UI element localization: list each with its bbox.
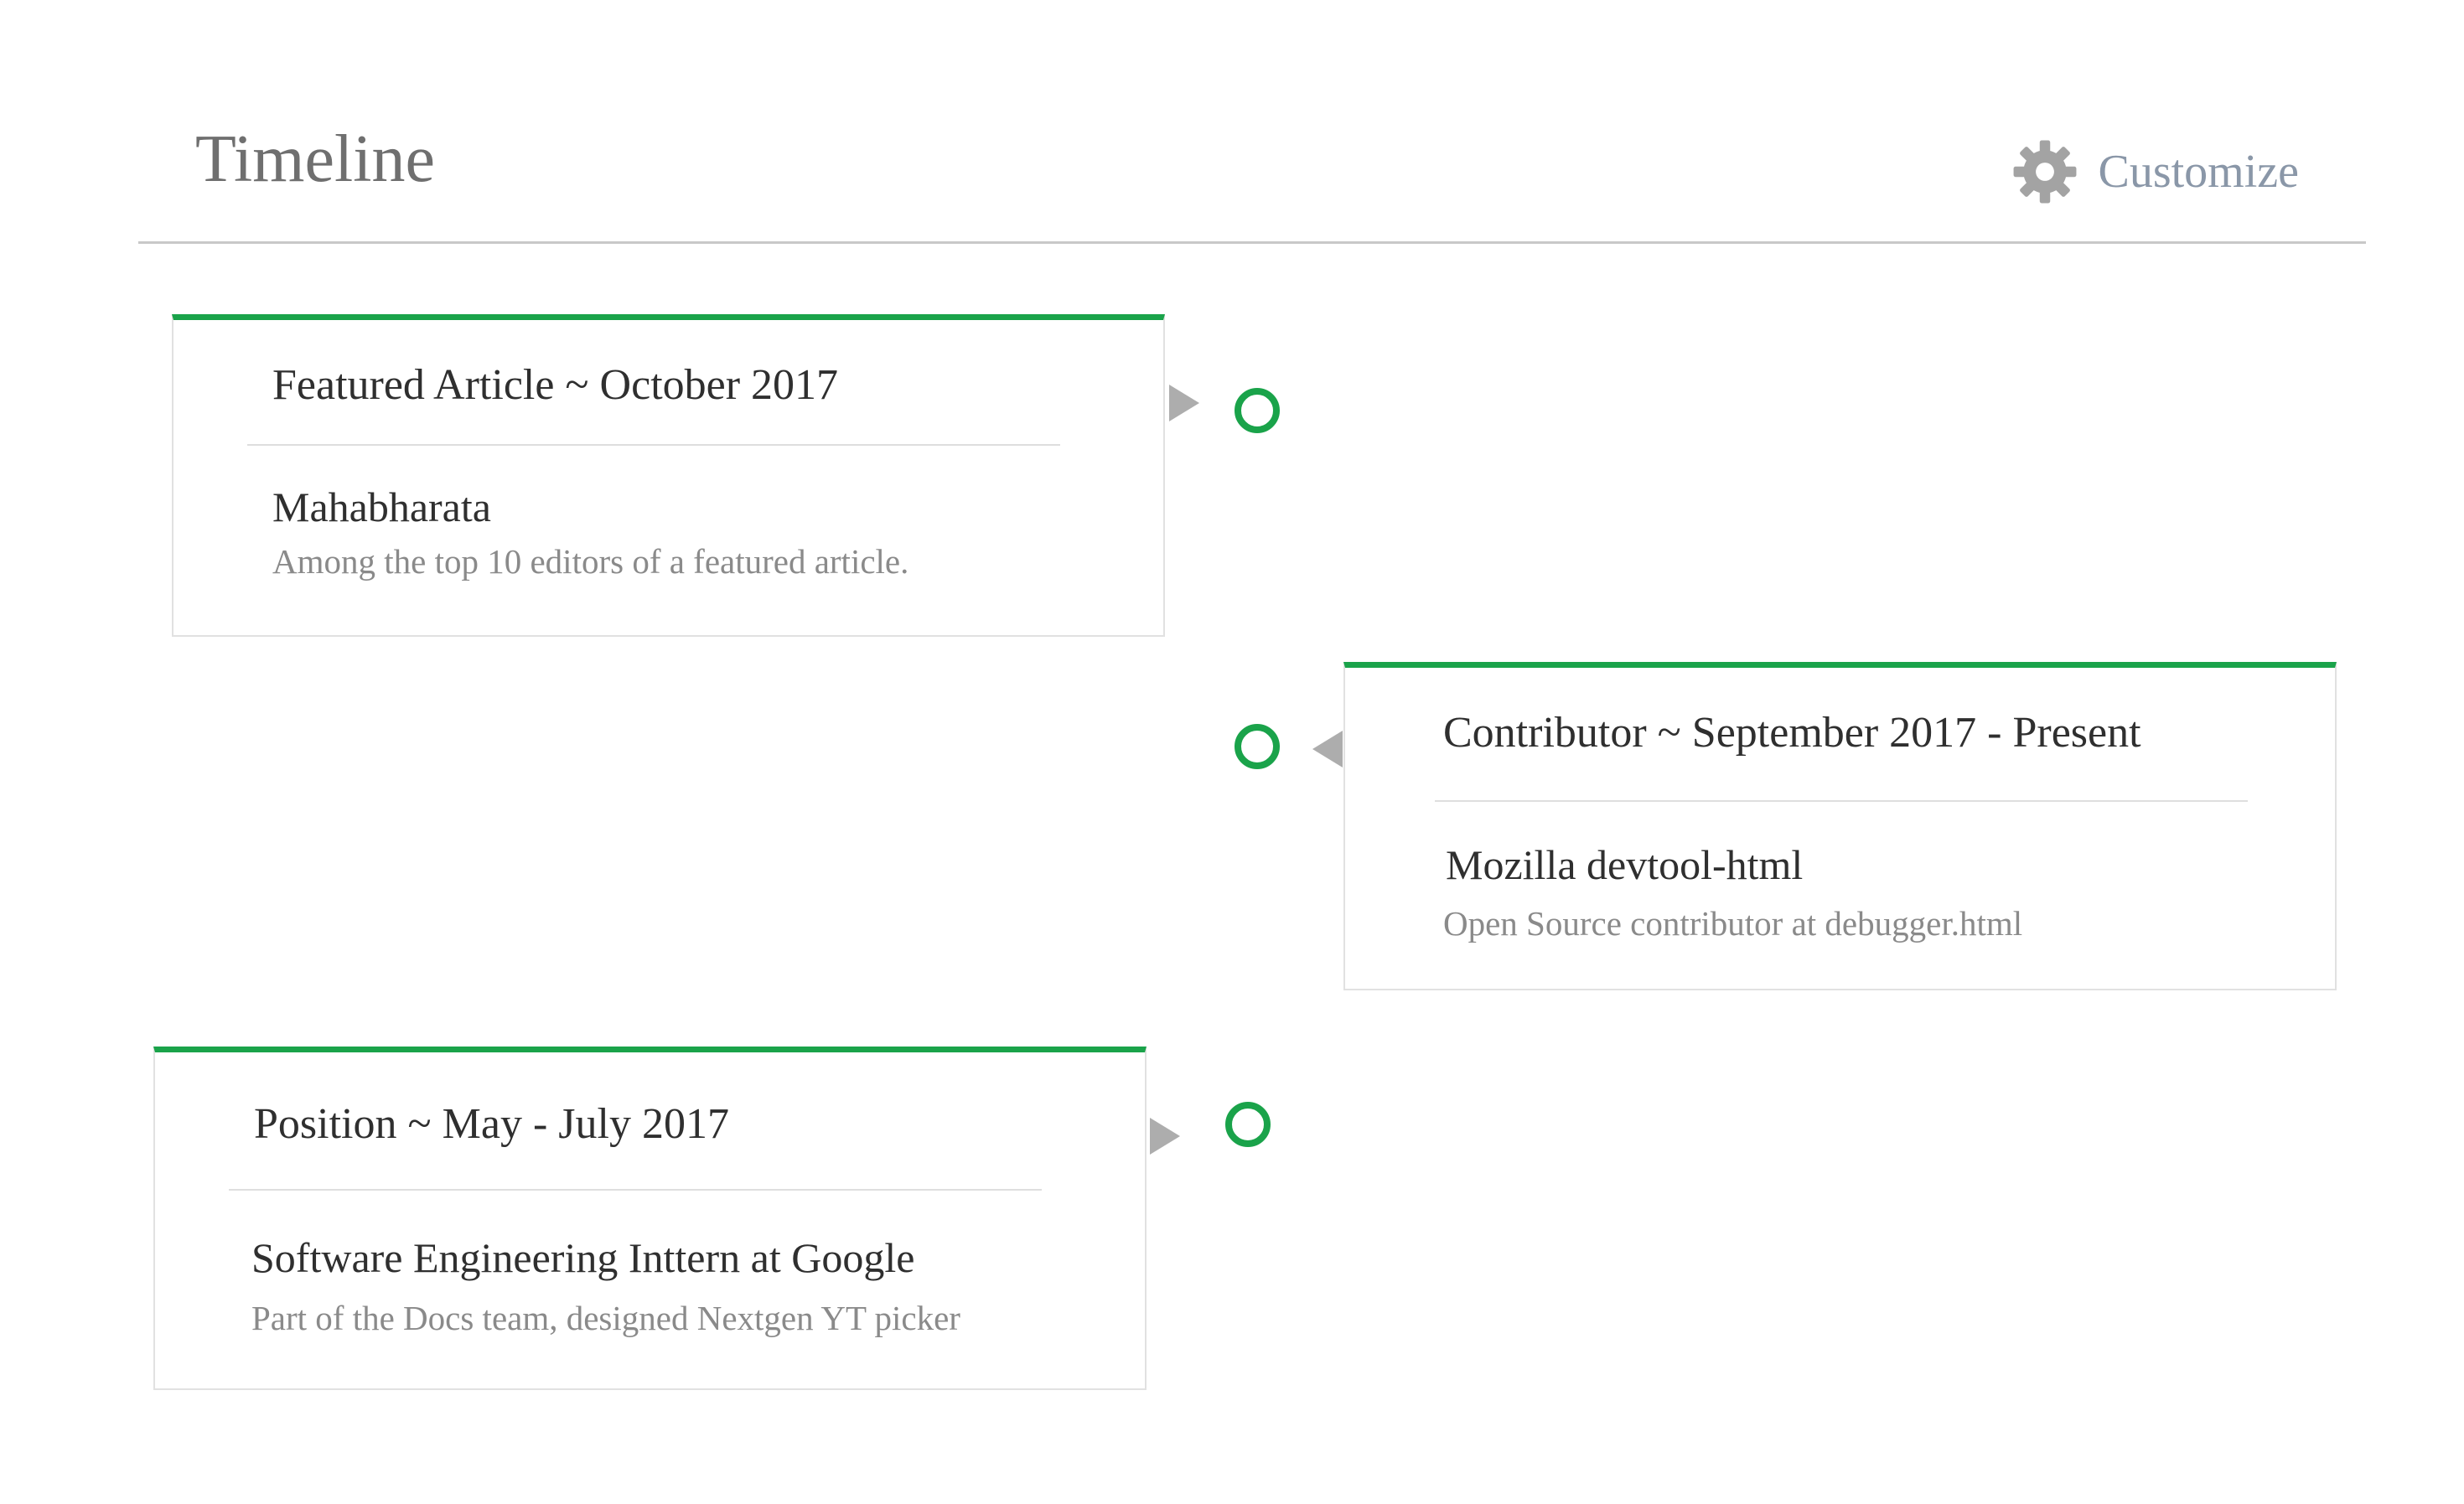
timeline-card-contributor: Contributor ~ September 2017 - Present M…: [1343, 662, 2337, 990]
page-title: Timeline: [195, 122, 435, 196]
timeline-node: [1235, 724, 1280, 769]
gear-icon: [2014, 140, 2077, 204]
card-divider: [1435, 800, 2248, 802]
card-heading: Contributor ~ September 2017 - Present: [1443, 709, 2141, 757]
card-title: Software Engineering Inttern at Google: [251, 1234, 915, 1281]
pointer-arrow-icon: [1312, 731, 1343, 768]
card-heading: Featured Article ~ October 2017: [272, 361, 839, 409]
timeline-node: [1225, 1102, 1271, 1147]
card-divider: [229, 1189, 1042, 1191]
timeline-card-featured-article: Featured Article ~ October 2017 Mahabhar…: [172, 314, 1165, 637]
pointer-arrow-icon: [1150, 1118, 1180, 1155]
customize-button[interactable]: Customize: [2012, 139, 2299, 204]
timeline-node: [1235, 388, 1280, 433]
card-description: Among the top 10 editors of a featured a…: [272, 542, 909, 581]
timeline-card-position: Position ~ May - July 2017 Software Engi…: [153, 1047, 1147, 1390]
customize-label: Customize: [2098, 146, 2299, 198]
card-title: Mahabharata: [272, 483, 491, 530]
pointer-arrow-icon: [1169, 385, 1199, 421]
card-heading: Position ~ May - July 2017: [254, 1100, 729, 1148]
card-divider: [247, 444, 1060, 446]
card-description: Part of the Docs team, designed Nextgen …: [251, 1299, 960, 1337]
card-title: Mozilla devtool-html: [1446, 841, 1804, 888]
card-description: Open Source contributor at debugger.html: [1443, 904, 2023, 943]
header-divider: [138, 241, 2366, 244]
